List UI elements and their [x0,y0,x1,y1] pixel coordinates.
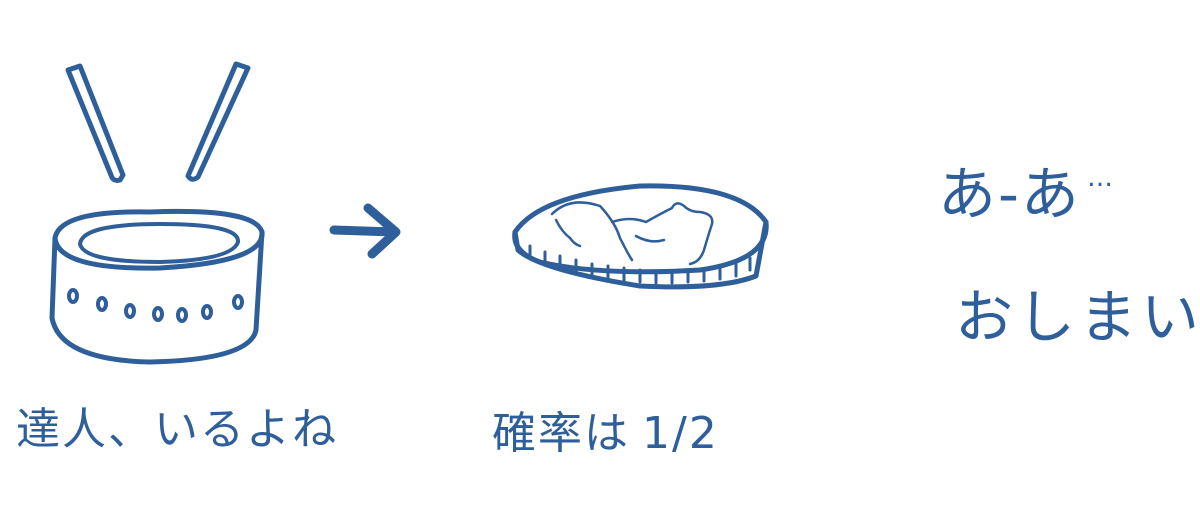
ending-line: おしまい [955,288,1200,346]
caption-master: 達人、いるよね [16,408,338,452]
right-arrow-icon [329,203,401,259]
caption-master-text: 達人、いるよね [16,404,338,455]
drum-icon [49,208,265,365]
probability-fraction: 1/2 [642,408,719,459]
exclamation-text: あ-あ [938,160,1081,228]
exclamation-line: あ-あ… [938,165,1115,223]
ending-text: おしまい [955,283,1200,351]
caption-probability-text: 確率は [492,408,630,459]
ellipsis-mark: … [1086,163,1115,193]
coin-icon [512,183,769,290]
chopsticks-icon [65,61,251,183]
